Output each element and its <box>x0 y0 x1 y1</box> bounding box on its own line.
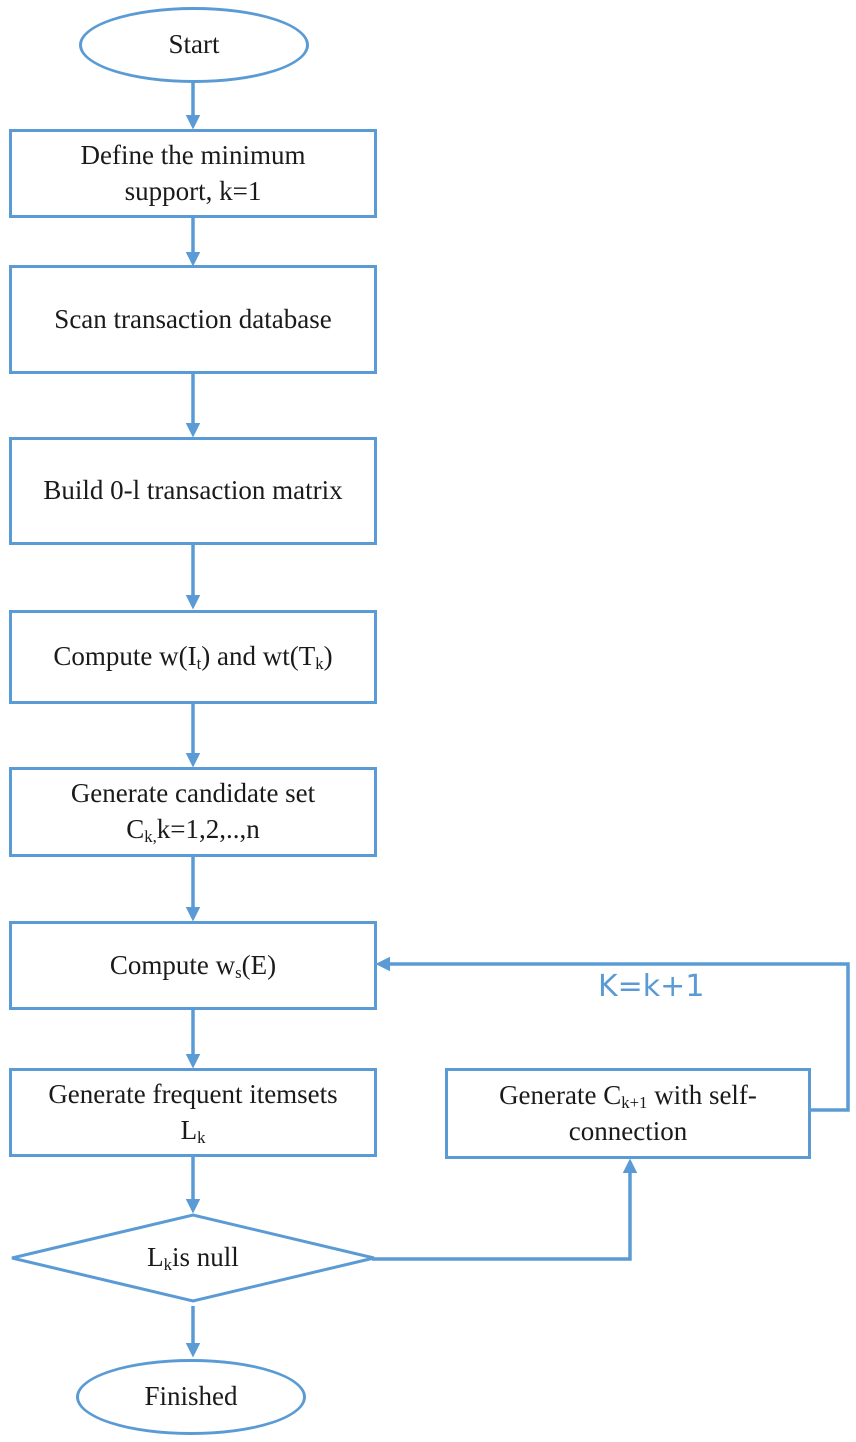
define-step-line1: Define the minimum <box>80 139 306 170</box>
compute-weights-label: Compute w(It) and wt(Tk) <box>53 641 333 674</box>
define-step-line2: support, k=1 <box>124 175 262 206</box>
frequent-step-line1: Generate frequent itemsets <box>48 1078 338 1109</box>
compute-support-step: Compute ws(E) <box>9 921 377 1010</box>
generate-next-candidates-step: Generate Ck+1 with self- connection <box>445 1068 811 1159</box>
generate-frequent-itemsets-step: Generate frequent itemsets Lk <box>9 1068 377 1157</box>
scan-step-label: Scan transaction database <box>54 303 332 334</box>
arrow-decision-to-generate-ck1 <box>372 1158 638 1261</box>
generate-candidate-step: Generate candidate set Ck,k=1,2,..,n <box>9 767 377 857</box>
decision-label: Lkis null <box>147 1242 239 1275</box>
start-terminal: Start <box>79 7 309 83</box>
finished-terminal: Finished <box>76 1359 306 1435</box>
build-step-label: Build 0-l transaction matrix <box>43 475 343 506</box>
arrow-loop-back-to-compute-ws <box>375 956 850 1112</box>
candidate-step-line2: Ck,k=1,2,..,n <box>126 814 260 847</box>
start-label: Start <box>168 29 220 60</box>
candidate-step-line1: Generate candidate set <box>70 778 316 809</box>
next-candidates-line2: connection <box>568 1115 688 1146</box>
loop-increment-label: K=k+1 <box>598 969 705 1004</box>
scan-database-step: Scan transaction database <box>9 265 377 374</box>
build-matrix-step: Build 0-l transaction matrix <box>9 437 377 545</box>
decision-diamond <box>11 1213 375 1303</box>
frequent-step-line2: Lk <box>180 1114 206 1147</box>
finished-label: Finished <box>144 1381 238 1412</box>
define-minimum-support-step: Define the minimum support, k=1 <box>9 129 377 218</box>
compute-weights-step: Compute w(It) and wt(Tk) <box>9 610 377 704</box>
compute-support-label: Compute ws(E) <box>109 949 277 982</box>
next-candidates-line1: Generate Ck+1 with self- <box>499 1079 757 1113</box>
